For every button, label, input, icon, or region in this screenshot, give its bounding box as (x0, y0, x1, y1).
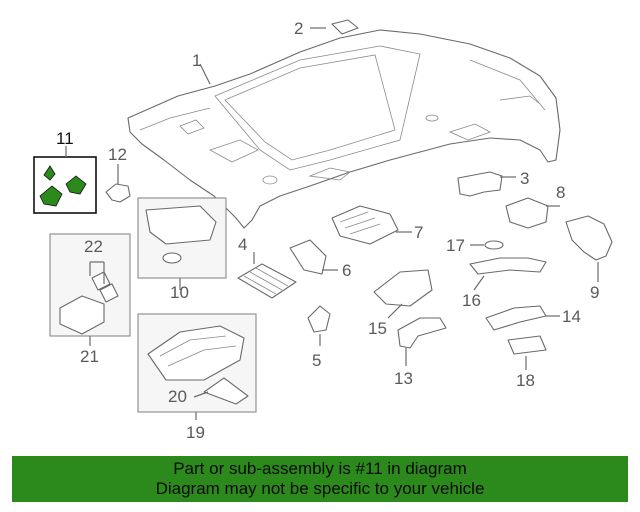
part-7-lamp-housing[interactable] (331, 205, 399, 245)
part-6-bracket[interactable] (289, 239, 327, 275)
callout-2: 2 (294, 19, 303, 38)
part-14-grab-handle[interactable] (485, 305, 547, 331)
callout-labels: 1 2 3 4 5 6 7 8 9 10 11 12 13 14 15 16 1… (56, 19, 599, 442)
part-18-cover[interactable] (507, 335, 547, 355)
part-15-handle-bracket[interactable] (373, 269, 433, 307)
callout-16: 16 (462, 291, 481, 310)
leader-lines (65, 27, 599, 420)
part-12-clip[interactable] (105, 183, 131, 203)
callout-7: 7 (414, 223, 423, 242)
part-11-clips[interactable] (39, 165, 87, 207)
parts-diagram: 1 2 3 4 5 6 7 8 9 10 11 12 13 14 15 16 1… (33, 19, 613, 442)
callout-6: 6 (342, 261, 351, 280)
part-5-clip[interactable] (307, 305, 331, 333)
callout-4: 4 (238, 235, 247, 254)
info-banner: Part or sub-assembly is #11 in diagram D… (12, 456, 628, 502)
banner-line-2: Diagram may not be specific to your vehi… (155, 479, 485, 498)
callout-5: 5 (312, 351, 321, 370)
part-4-grille[interactable] (237, 263, 297, 299)
callout-13: 13 (394, 369, 413, 388)
part-3-bracket[interactable] (457, 171, 503, 197)
callout-15: 15 (368, 319, 387, 338)
part-9-bracket[interactable] (565, 215, 613, 261)
callout-10: 10 (170, 283, 189, 302)
callout-22: 22 (84, 237, 103, 256)
callout-3: 3 (520, 169, 529, 188)
callout-14: 14 (562, 307, 581, 326)
callout-11: 11 (56, 129, 74, 148)
part-19-overhead-console[interactable] (147, 325, 245, 381)
part-17-grommet[interactable] (484, 240, 504, 250)
part-20-lens[interactable] (203, 377, 249, 405)
callout-12: 12 (108, 145, 127, 164)
callout-1: 1 (192, 51, 201, 70)
part-2-pad[interactable] (331, 19, 359, 35)
callout-19: 19 (186, 423, 205, 442)
part-13-grab-handle[interactable] (397, 317, 447, 349)
callout-9: 9 (590, 283, 599, 302)
part-8-bracket[interactable] (505, 197, 549, 229)
callout-20: 20 (168, 387, 187, 406)
callout-21: 21 (80, 347, 99, 366)
part-16-bracket[interactable] (469, 257, 547, 275)
part-10-sun-visor[interactable] (145, 205, 217, 245)
callout-18: 18 (516, 371, 535, 390)
part-11-box[interactable] (33, 156, 97, 214)
callout-17: 17 (446, 236, 465, 255)
banner-line-1: Part or sub-assembly is #11 in diagram (173, 459, 467, 478)
callout-8: 8 (556, 183, 565, 202)
part-21-lamp[interactable] (59, 295, 105, 335)
